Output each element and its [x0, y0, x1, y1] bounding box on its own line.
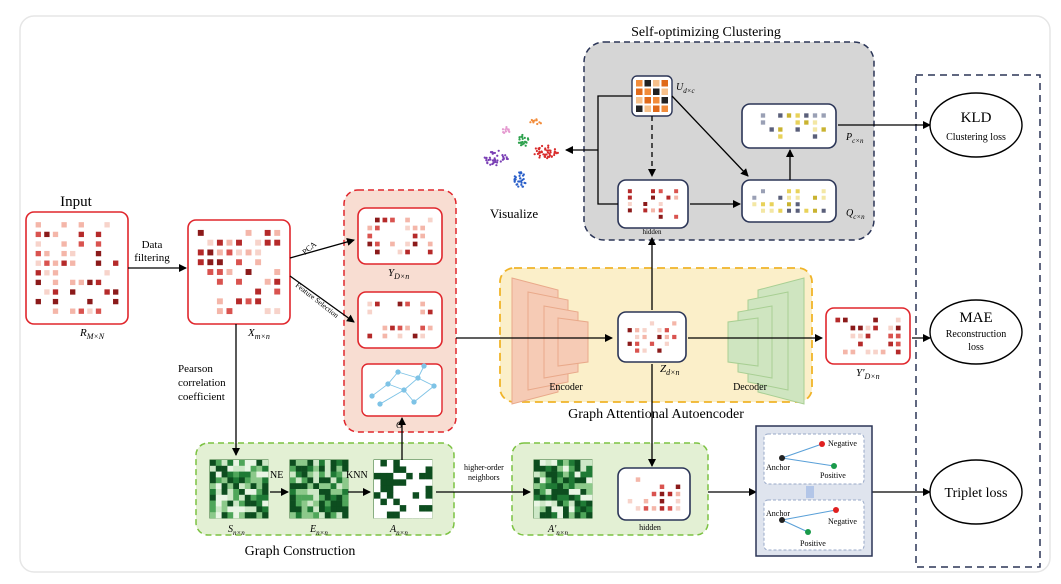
kld-ellipse — [929, 92, 1023, 158]
z-matrix-label: Zd×n — [660, 363, 680, 377]
knn-label: KNN — [346, 470, 368, 481]
connectors — [128, 95, 931, 496]
positive-label-2: Positive — [800, 539, 826, 548]
negative-label-2: Negative — [828, 517, 857, 526]
a-prime-matrix-label: A'n×n — [547, 524, 568, 537]
matrix-boxes — [25, 75, 911, 521]
q-matrix — [741, 179, 837, 223]
soc-title: Self-optimizing Clustering — [631, 25, 781, 40]
hidden-top-label: hidden — [642, 228, 662, 236]
y-prime-matrix-label: Y'D×n — [856, 367, 880, 381]
graph-g-network — [369, 363, 437, 407]
y-matrix-label: YD×n — [388, 267, 409, 281]
decoder-label: Decoder — [733, 382, 768, 393]
y-prime-matrix — [825, 307, 911, 365]
x-matrix — [187, 219, 291, 325]
triplet-ellipse — [929, 459, 1023, 525]
p-matrix — [741, 103, 837, 149]
g-label: G — [396, 420, 403, 430]
r-matrix — [25, 211, 129, 325]
q-matrix-label: Qc×n — [846, 208, 865, 221]
input-title: Input — [60, 194, 92, 210]
u-matrix — [631, 75, 673, 117]
pearson-line1: Pearson — [178, 363, 213, 375]
negative-label-1: Negative — [828, 439, 857, 448]
gaa-title: Graph Attentional Autoencoder — [568, 407, 744, 422]
e-heatmap — [289, 459, 349, 519]
hidden-top-matrix — [617, 179, 689, 229]
anchor-label-1: Anchor — [766, 463, 790, 472]
kld-label: KLD — [961, 110, 992, 126]
positive-label-1: Positive — [820, 471, 846, 480]
anchor-label-2: Anchor — [766, 509, 790, 518]
u-matrix-label: Ud×c — [676, 82, 695, 95]
higher-order-line1: higher-order — [464, 463, 504, 472]
kld-sub-label: Clustering loss — [946, 132, 1006, 143]
graph-construction-title: Graph Construction — [245, 544, 356, 559]
visualize-label: Visualize — [490, 206, 539, 221]
y-matrix — [357, 207, 443, 265]
mae-sub-label2: loss — [968, 342, 984, 353]
e-matrix-label: En×n — [309, 524, 328, 537]
ne-label: NE — [270, 470, 283, 481]
pearson-line3: coefficient — [178, 391, 225, 403]
hidden-bottom-matrix — [617, 467, 691, 521]
s-heatmap — [209, 459, 269, 519]
visualize-scatter — [483, 118, 559, 188]
p-matrix-label: Pc×n — [845, 132, 864, 145]
encoder-shape — [511, 277, 589, 405]
higher-order-line2: neighbors — [468, 473, 500, 482]
mae-label: MAE — [959, 310, 992, 326]
a-matrix-label: An×n — [389, 524, 408, 537]
data-filtering-line1: Data — [142, 239, 163, 251]
a-prime-heatmap — [533, 459, 593, 519]
triplet-label: Triplet loss — [945, 486, 1008, 501]
z-matrix — [617, 311, 687, 363]
hidden-bottom-label: hidden — [639, 523, 661, 532]
mae-ellipse — [929, 299, 1023, 365]
r-matrix-label: RM×N — [79, 327, 105, 341]
triplet-panel — [755, 425, 873, 557]
loss-ellipses — [929, 92, 1023, 525]
a-heatmap — [373, 459, 433, 519]
decoder-shape — [727, 277, 805, 405]
x-matrix-label: Xm×n — [247, 327, 270, 341]
feature-matrix — [357, 291, 443, 349]
mae-sub-label1: Reconstruction — [946, 329, 1007, 340]
loss-column — [915, 74, 1041, 568]
data-filtering-line2: filtering — [134, 252, 170, 264]
s-matrix-label: Sn×n — [228, 524, 245, 537]
encoder-label: Encoder — [549, 382, 583, 393]
pearson-line2: correlation — [178, 377, 226, 389]
